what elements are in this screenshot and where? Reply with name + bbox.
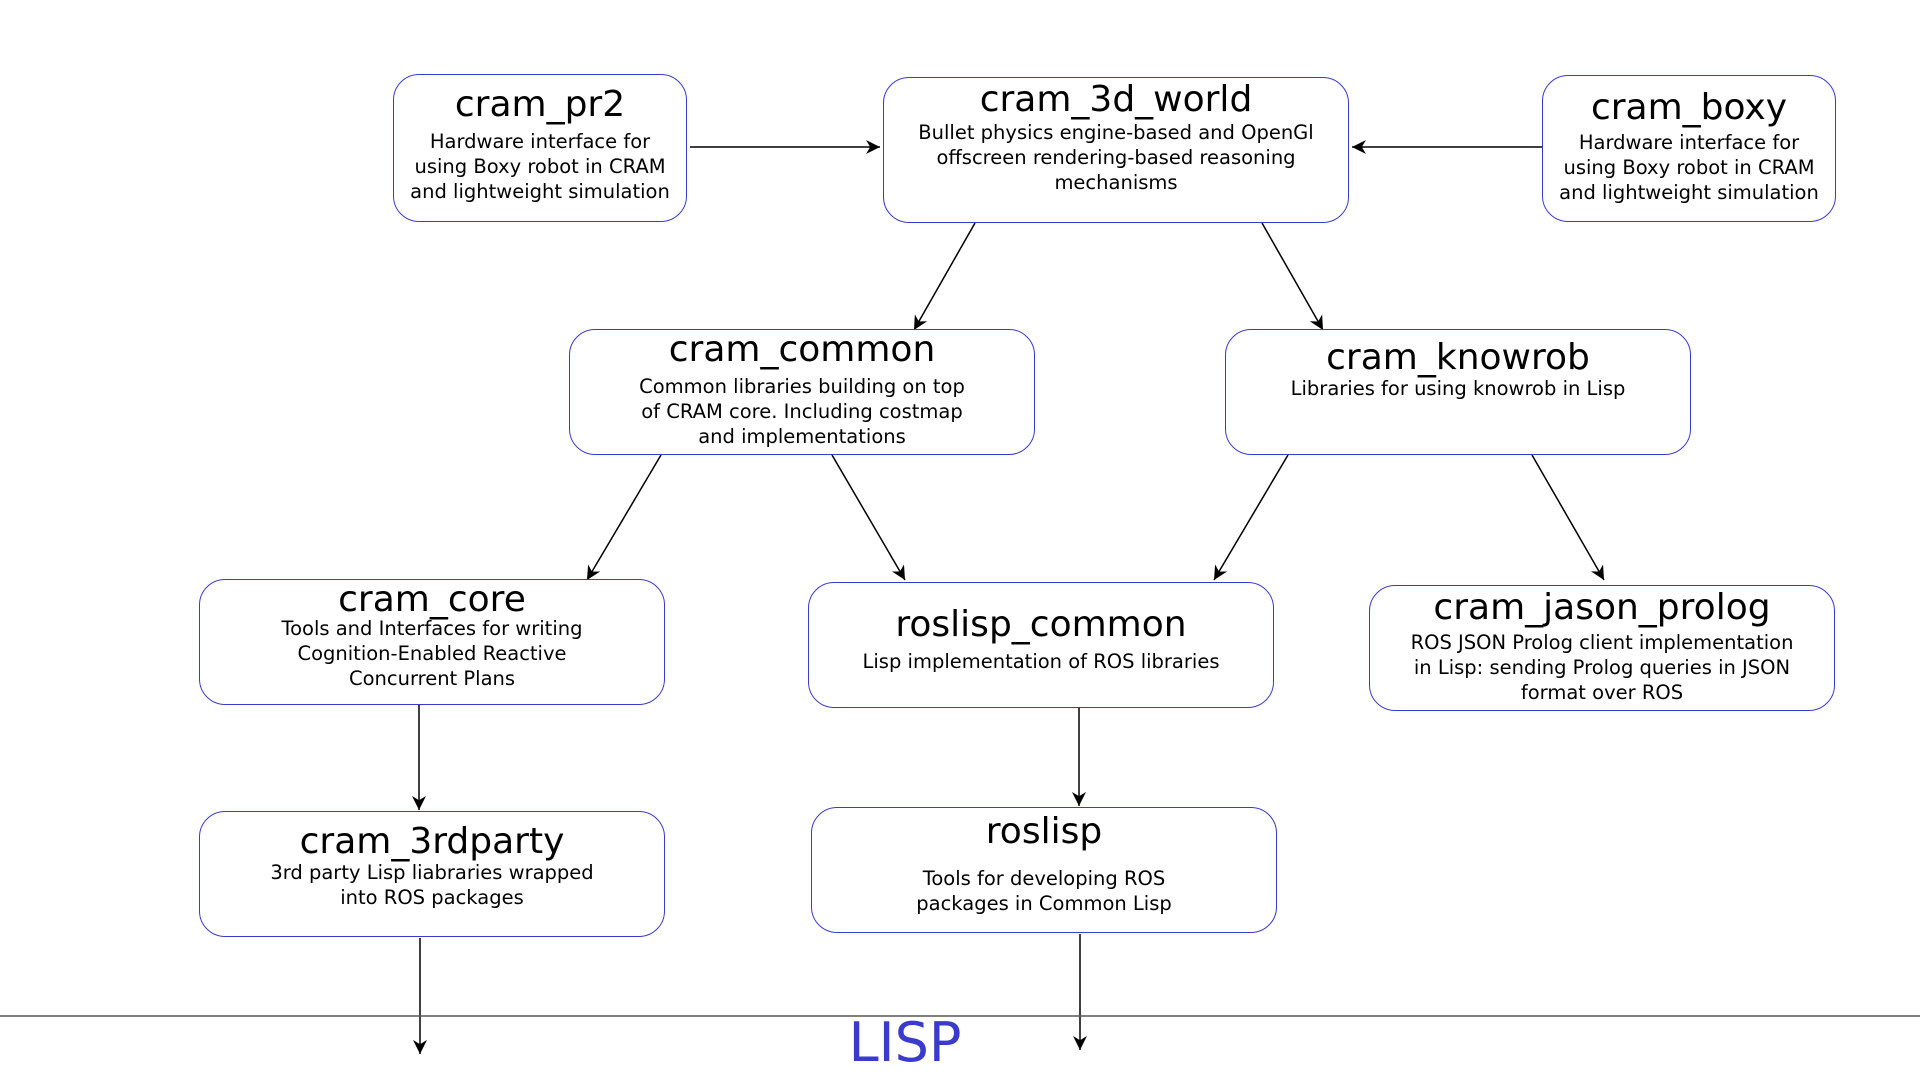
node-roslisp: roslisp Tools for developing ROS package…: [811, 807, 1277, 933]
node-cram-3rdparty: cram_3rdparty 3rd party Lisp liabraries …: [199, 811, 665, 937]
node-description: 3rd party Lisp liabraries wrapped into R…: [270, 861, 594, 909]
node-title: cram_3rdparty: [299, 821, 565, 862]
node-title: roslisp: [985, 811, 1103, 852]
node-cram-core: cram_core Tools and Interfaces for writi…: [199, 579, 665, 705]
node-title: roslisp_common: [895, 604, 1187, 645]
node-title: cram_3d_world: [979, 79, 1253, 120]
edge-cram-common-to-roslisp-common: [831, 454, 906, 581]
node-title: cram_core: [338, 579, 526, 620]
node-description: Hardware interface for using Boxy robot …: [410, 130, 670, 203]
node-cram-jason-prolog: cram_jason_prolog ROS JSON Prolog client…: [1369, 585, 1835, 711]
node-title: cram_knowrob: [1326, 337, 1590, 378]
node-description: Tools and Interfaces for writing Cogniti…: [281, 617, 583, 690]
node-cram-boxy: cram_boxy Hardware interface for using B…: [1542, 75, 1836, 222]
node-roslisp-common: roslisp_common Lisp implementation of RO…: [808, 582, 1274, 708]
node-cram-3d-world: cram_3d_world Bullet physics engine-base…: [883, 77, 1349, 223]
node-description: Hardware interface for using Boxy robot …: [1559, 131, 1819, 204]
node-description: Libraries for using knowrob in Lisp: [1290, 377, 1626, 400]
edge-cram-3d-world-to-cram-knowrob: [1261, 222, 1324, 331]
edge-cram-knowrob-to-roslisp-common: [1213, 454, 1289, 581]
edge-cram-common-to-cram-core: [586, 454, 662, 581]
node-title: cram_common: [668, 329, 936, 370]
lisp-label: LISP: [848, 1011, 962, 1074]
node-description: Common libraries building on top of CRAM…: [639, 375, 965, 448]
node-title: cram_boxy: [1590, 87, 1788, 128]
edge-cram-3d-world-to-cram-common: [913, 222, 976, 331]
node-description: ROS JSON Prolog client implementation in…: [1410, 631, 1794, 704]
node-cram-pr2: cram_pr2 Hardware interface for using Bo…: [393, 74, 687, 222]
node-title: cram_jason_prolog: [1433, 587, 1771, 628]
node-title: cram_pr2: [454, 84, 626, 125]
node-cram-common: cram_common Common libraries building on…: [569, 329, 1035, 455]
node-description: Bullet physics engine-based and OpenGl o…: [918, 121, 1314, 194]
node-description: Lisp implementation of ROS libraries: [862, 650, 1220, 673]
node-description: Tools for developing ROS packages in Com…: [916, 867, 1172, 915]
edge-cram-knowrob-to-cram-jason-prolog: [1531, 454, 1605, 581]
node-cram-knowrob: cram_knowrob Libraries for using knowrob…: [1225, 329, 1691, 455]
